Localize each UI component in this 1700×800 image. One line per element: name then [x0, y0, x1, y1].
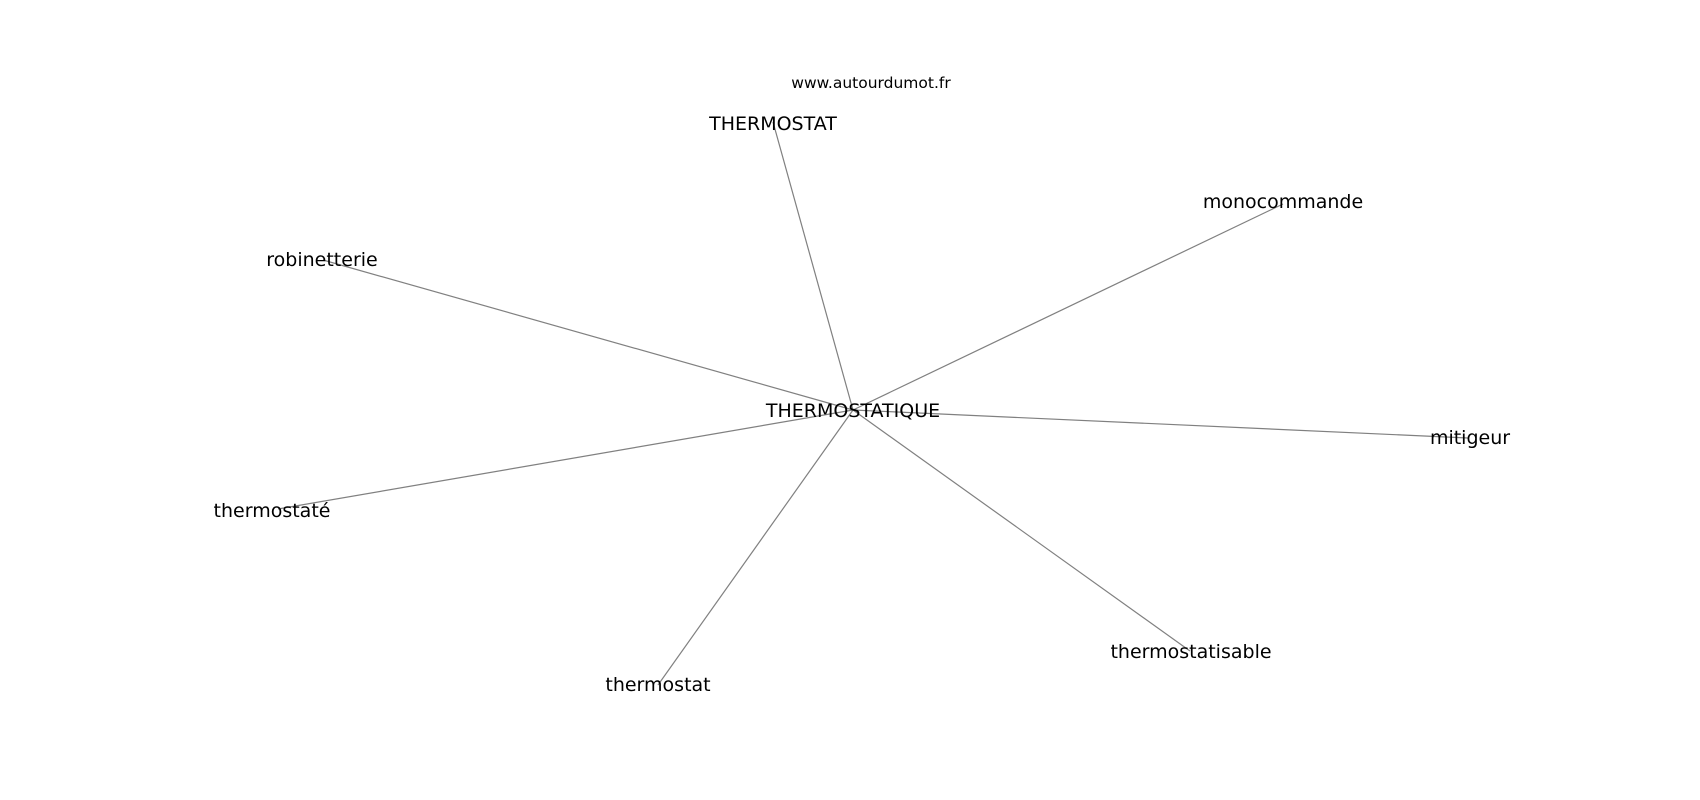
edge-thermostate [277, 409, 854, 510]
node-robinetterie: robinetterie [266, 249, 377, 271]
edge-monocommande [852, 203, 1284, 411]
node-thermostatisable: thermostatisable [1110, 641, 1271, 663]
edge-thermostatisable [852, 409, 1191, 652]
node-monocommande: monocommande [1203, 191, 1363, 213]
edge-thermostat-upper [772, 121, 854, 411]
node-group: THERMOSTATIQUE THERMOSTAT monocommande r… [214, 113, 1511, 696]
node-center: THERMOSTATIQUE [765, 400, 940, 422]
edge-group [277, 121, 1469, 686]
node-mitigeur: mitigeur [1430, 427, 1510, 449]
node-thermostat-lower: thermostat [605, 674, 710, 696]
edge-thermostat-lower [657, 409, 854, 686]
edge-robinetterie [322, 259, 854, 411]
node-thermostate: thermostaté [214, 500, 331, 522]
edge-mitigeur [852, 409, 1469, 439]
node-thermostat-upper: THERMOSTAT [708, 113, 837, 135]
site-url: www.autourdumot.fr [791, 74, 951, 92]
